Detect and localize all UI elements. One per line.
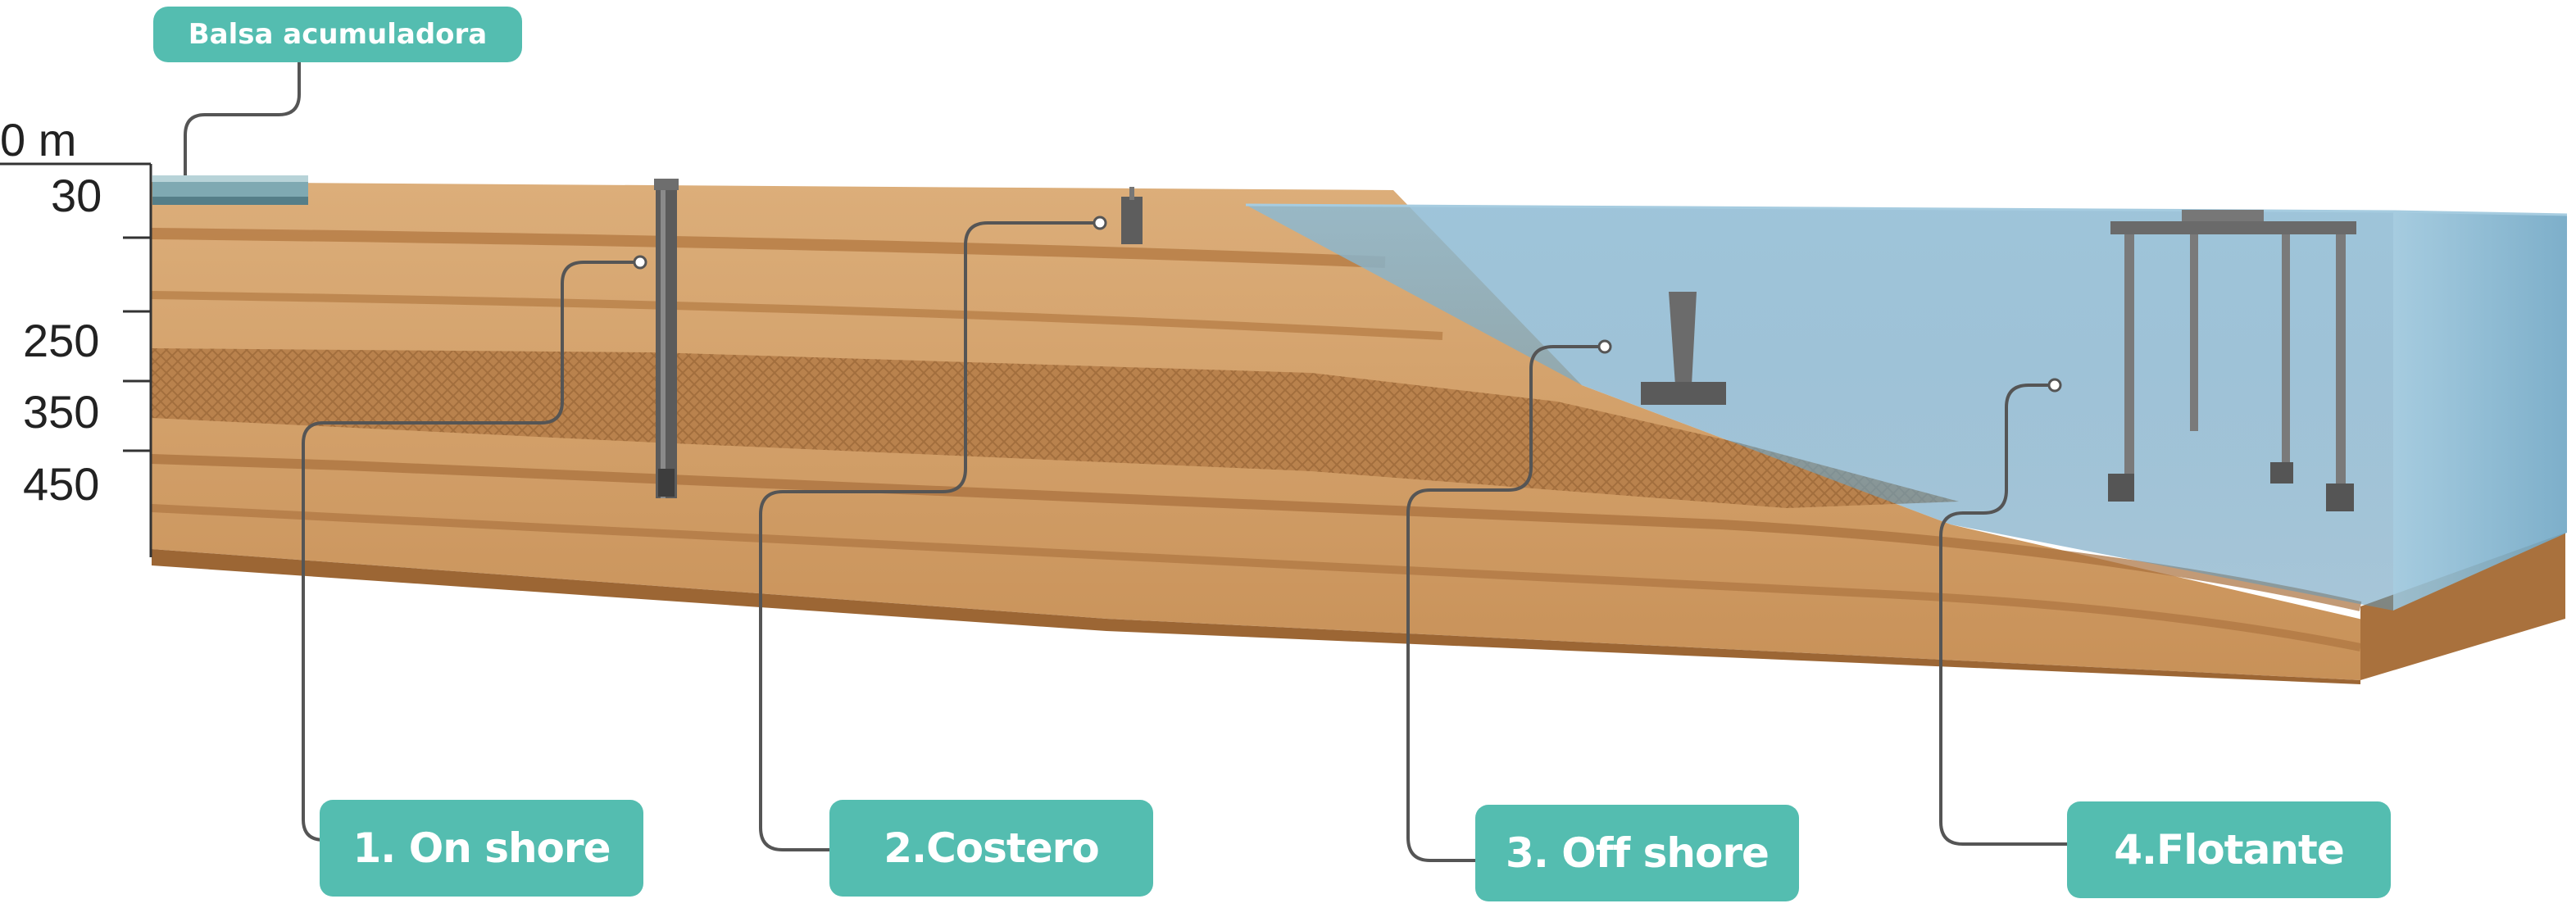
label-on-shore-text: 1. On shore	[352, 824, 611, 872]
leader-flotante	[1939, 384, 2067, 846]
soil-block	[151, 182, 2565, 684]
label-off-shore: 3. Off shore	[1475, 805, 1799, 901]
scale-tick-450: 450	[23, 458, 99, 510]
scale-tick-250: 250	[23, 315, 99, 366]
scale-tick-350: 350	[23, 386, 99, 438]
reservoir-tank	[152, 175, 308, 205]
sea-water	[1245, 203, 2568, 611]
label-costero-text: 2.Costero	[884, 824, 1099, 872]
leader-lines	[184, 62, 2067, 862]
leader-onshore	[302, 261, 638, 842]
label-flotante-text: 4.Flotante	[2114, 826, 2344, 874]
scale-tick-30: 30	[51, 170, 102, 221]
depth-scale: 0 m 30 250 350 450	[0, 114, 152, 557]
reservoir-label: Balsa acumuladora	[153, 7, 522, 62]
leader-costero	[759, 221, 1098, 851]
label-flotante: 4.Flotante	[2067, 801, 2391, 898]
leader-endpoints	[633, 216, 2062, 393]
coastal-well	[1121, 187, 1143, 244]
offshore-intake	[1641, 292, 1726, 405]
leader-offshore	[1406, 345, 1602, 862]
aquifer-layer	[152, 348, 1959, 508]
leader-reservoir	[184, 62, 301, 175]
reservoir-label-text: Balsa acumuladora	[188, 18, 488, 51]
label-costero: 2.Costero	[829, 800, 1153, 897]
scale-unit-label: 0 m	[0, 114, 76, 166]
label-on-shore: 1. On shore	[320, 800, 643, 897]
floating-platform	[2108, 210, 2356, 511]
onshore-well-pipe	[654, 179, 679, 498]
label-off-shore-text: 3. Off shore	[1506, 829, 1770, 877]
